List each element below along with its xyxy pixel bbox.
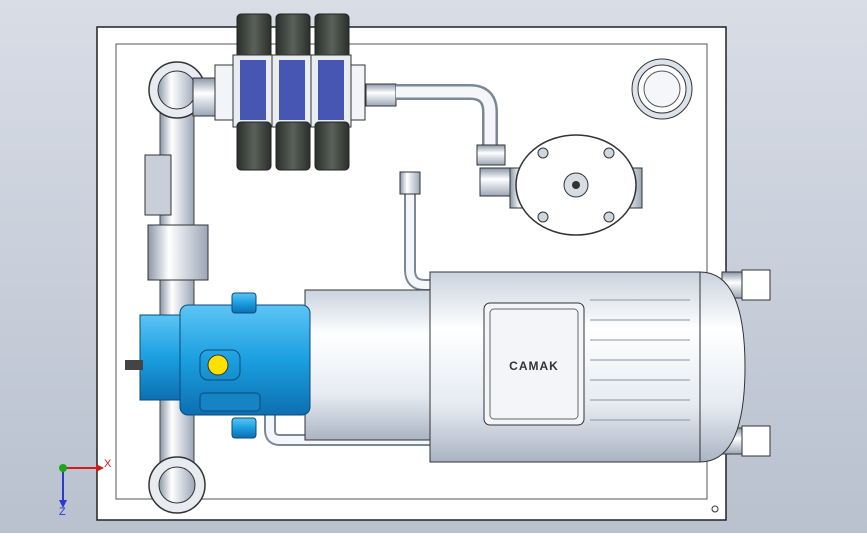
pressure-filter [509,134,643,236]
pressure-line [365,83,511,197]
plate-hole [711,505,719,513]
solenoid-valve-3 [310,13,352,171]
electric-motor: CAMAK [304,271,746,463]
axis-x-label: X [104,458,112,470]
filler-cap [631,58,693,120]
solenoid-valve-2 [271,13,313,171]
suction-pipe [144,61,222,514]
pump-indicator [207,354,229,376]
coordinate-triad: X Z [59,458,112,518]
axis-z-label: Z [59,506,66,518]
solenoid-valve-1 [232,13,274,171]
base-plate-inner-edge [115,43,708,500]
return-line [264,171,771,457]
motor-brand-label: CAMAK [509,359,559,373]
hydraulic-pump [125,292,311,439]
solenoid-valve-stack [214,13,366,171]
